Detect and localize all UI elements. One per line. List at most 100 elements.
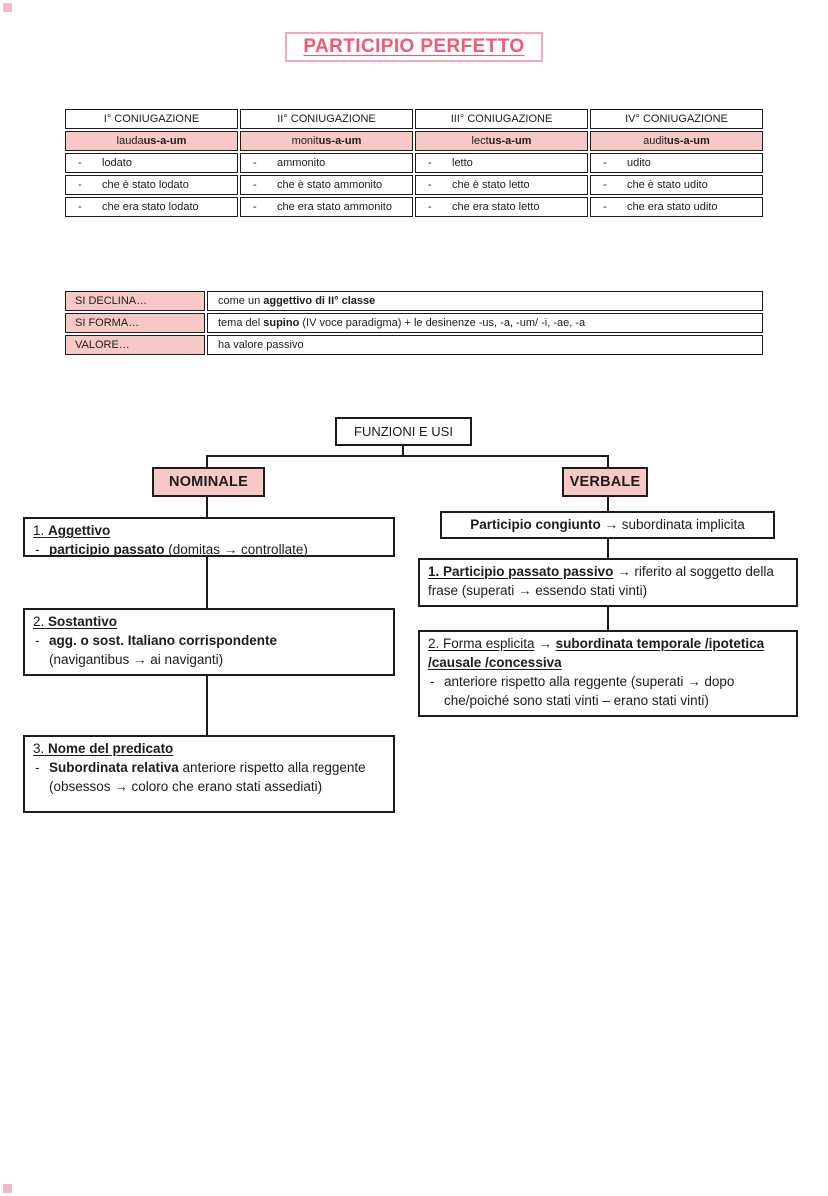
esplicita-heading-bold: subordinata temporale /ipotetica /causal…	[428, 636, 765, 671]
dash-marker: -	[253, 201, 257, 213]
value-bold: aggettivo di II° classe	[263, 295, 376, 307]
passivo-text: riferito al soggetto della frase (supera…	[428, 564, 774, 599]
connector-branch-horizontal	[206, 455, 609, 457]
conjugation-header-1: I° CONIUGAZIONE	[65, 109, 238, 129]
bullet-bold: Subordinata relativa	[49, 760, 179, 776]
form-text: che era stato ammonito	[277, 201, 392, 213]
form-text: che è stato lodato	[102, 179, 189, 191]
verbale-box-congiunto: Participio congiunto → subordinata impli…	[440, 511, 775, 539]
title-box: PARTICIPIO PERFETTO	[285, 32, 543, 62]
form-cell: -che è stato lodato	[65, 175, 238, 195]
paradigm-ending: us-a-um	[488, 135, 532, 147]
box-heading: 3. Nome del predicato	[33, 739, 385, 758]
heading-number: 1.	[33, 523, 45, 538]
form-cell: - che è stato letto	[415, 175, 588, 195]
dash-marker: -	[428, 179, 432, 191]
value-text: come un	[218, 295, 264, 307]
verbale-node: VERBALE	[562, 467, 648, 497]
info-label: VALORE…	[65, 335, 205, 355]
conjugation-header-4: IV° CONIUGAZIONE	[590, 109, 763, 129]
paradigm-cell-4: auditus-a-um	[590, 131, 763, 151]
dash-marker: -	[428, 157, 432, 169]
box-bullet: - Subordinata relativa anteriore rispett…	[33, 758, 385, 796]
form-text: che era stato udito	[627, 201, 718, 213]
paradigm-cell-2: monitus-a-um	[240, 131, 413, 151]
page-corner-mark-bottom	[3, 1184, 12, 1193]
arrow-glyph: →	[538, 636, 552, 651]
info-label: SI FORMA…	[65, 313, 205, 333]
value-text: tema del	[218, 317, 264, 329]
nominale-box-aggettivo: 1. Aggettivo - participio passato (domit…	[23, 517, 395, 557]
paradigm-cell-1: laudaus-a-um	[65, 131, 238, 151]
paradigm-ending: us-a-um	[667, 135, 710, 147]
bullet-text: (domitas → controllate)	[164, 542, 308, 558]
heading-number: 2.	[33, 614, 45, 629]
conjugation-header-3: III° CONIUGAZIONE	[415, 109, 588, 129]
box-bullet: - agg. o sost. Italiano corrispondente(n…	[33, 631, 385, 669]
value-text: (IV voce paradigma) + le desinenze -us, …	[299, 317, 586, 329]
form-text: ammonito	[277, 157, 326, 169]
conjugation-form-row-3: -che era stato lodato - che era stato amm…	[65, 197, 763, 217]
dash-marker: -	[603, 157, 607, 169]
conjugation-header-2: II° CONIUGAZIONE	[240, 109, 413, 129]
dash-marker: -	[253, 157, 257, 169]
form-cell: - che era stato udito	[590, 197, 763, 217]
conjugation-table: I° CONIUGAZIONE II° CONIUGAZIONE III° CO…	[63, 107, 765, 219]
root-node-label: FUNZIONI E USI	[354, 424, 453, 439]
form-cell: - ammonito	[240, 153, 413, 173]
form-cell: - che è stato udito	[590, 175, 763, 195]
paradigm-ending: us-a-um	[143, 135, 187, 147]
form-cell: -che era stato lodato	[65, 197, 238, 217]
connector-verbale-rbox1	[607, 497, 609, 511]
paradigm-stem: lauda	[116, 135, 144, 147]
connector-box1-box2	[206, 556, 208, 608]
form-text: che è stato letto	[452, 179, 530, 191]
value-bold: supino	[263, 317, 300, 329]
connector-root-stub	[402, 445, 404, 456]
bullet-bold: participio passato	[49, 542, 165, 558]
connector-nominale-stub	[206, 455, 208, 467]
info-row-declina: SI DECLINA… come un aggettivo di II° cla…	[65, 291, 763, 311]
bullet-text: anteriore rispetto alla reggente (obsess…	[49, 760, 366, 795]
info-row-valore: VALORE… ha valore passivo	[65, 335, 763, 355]
page-title: PARTICIPIO PERFETTO	[303, 36, 525, 57]
form-text: letto	[452, 157, 473, 169]
info-value: tema del supino (IV voce paradigma) + le…	[207, 313, 763, 333]
paradigm-stem: audit	[643, 135, 668, 147]
form-cell: -che era stato letto	[415, 197, 588, 217]
root-node: FUNZIONI E USI	[335, 417, 472, 446]
dash-marker: -	[428, 201, 432, 213]
nominale-box-predicato: 3. Nome del predicato - Subordinata rela…	[23, 735, 395, 813]
heading-number: 3.	[33, 741, 45, 756]
dash-marker: -	[603, 179, 607, 191]
info-row-forma: SI FORMA… tema del supino (IV voce parad…	[65, 313, 763, 333]
connector-rbox2-rbox3	[607, 607, 609, 630]
box-heading: 2. Sostantivo	[33, 612, 385, 631]
verbale-box-passivo: 1. Participio passato passivo → riferito…	[418, 558, 798, 607]
bullet-bold: agg. o sost. Italiano corrispondente	[49, 633, 278, 649]
info-value: ha valore passivo	[207, 335, 763, 355]
conjugation-form-row-2: -che è stato lodato -che è stato ammonit…	[65, 175, 763, 195]
connector-nominale-box1	[206, 496, 208, 517]
form-text: udito	[627, 157, 651, 169]
form-cell: - letto	[415, 153, 588, 173]
value-text: ha valore passivo	[218, 339, 304, 351]
heading-title: Sostantivo	[48, 614, 118, 629]
info-label: SI DECLINA…	[65, 291, 205, 311]
paradigm-ending: us-a-um	[318, 135, 362, 147]
dash-marker: -	[430, 674, 435, 690]
passivo-heading: 1. Participio passato passivo	[428, 564, 614, 579]
nominale-node-label: NOMINALE	[169, 474, 248, 490]
congiunto-bold: Participio congiunto	[470, 517, 601, 533]
verbale-box-esplicita: 2. Forma esplicita → subordinata tempora…	[418, 630, 798, 717]
form-cell: -che è stato ammonito	[240, 175, 413, 195]
paradigm-stem: lect	[471, 135, 489, 147]
form-text: che è stato ammonito	[277, 179, 383, 191]
verbale-node-label: VERBALE	[569, 474, 641, 490]
box-heading: 1. Aggettivo	[33, 521, 385, 540]
nominale-node: NOMINALE	[152, 467, 265, 497]
form-text: che è stato udito	[627, 179, 708, 191]
dash-marker: -	[603, 201, 607, 213]
paradigm-cell-3: lectus-a-um	[415, 131, 588, 151]
